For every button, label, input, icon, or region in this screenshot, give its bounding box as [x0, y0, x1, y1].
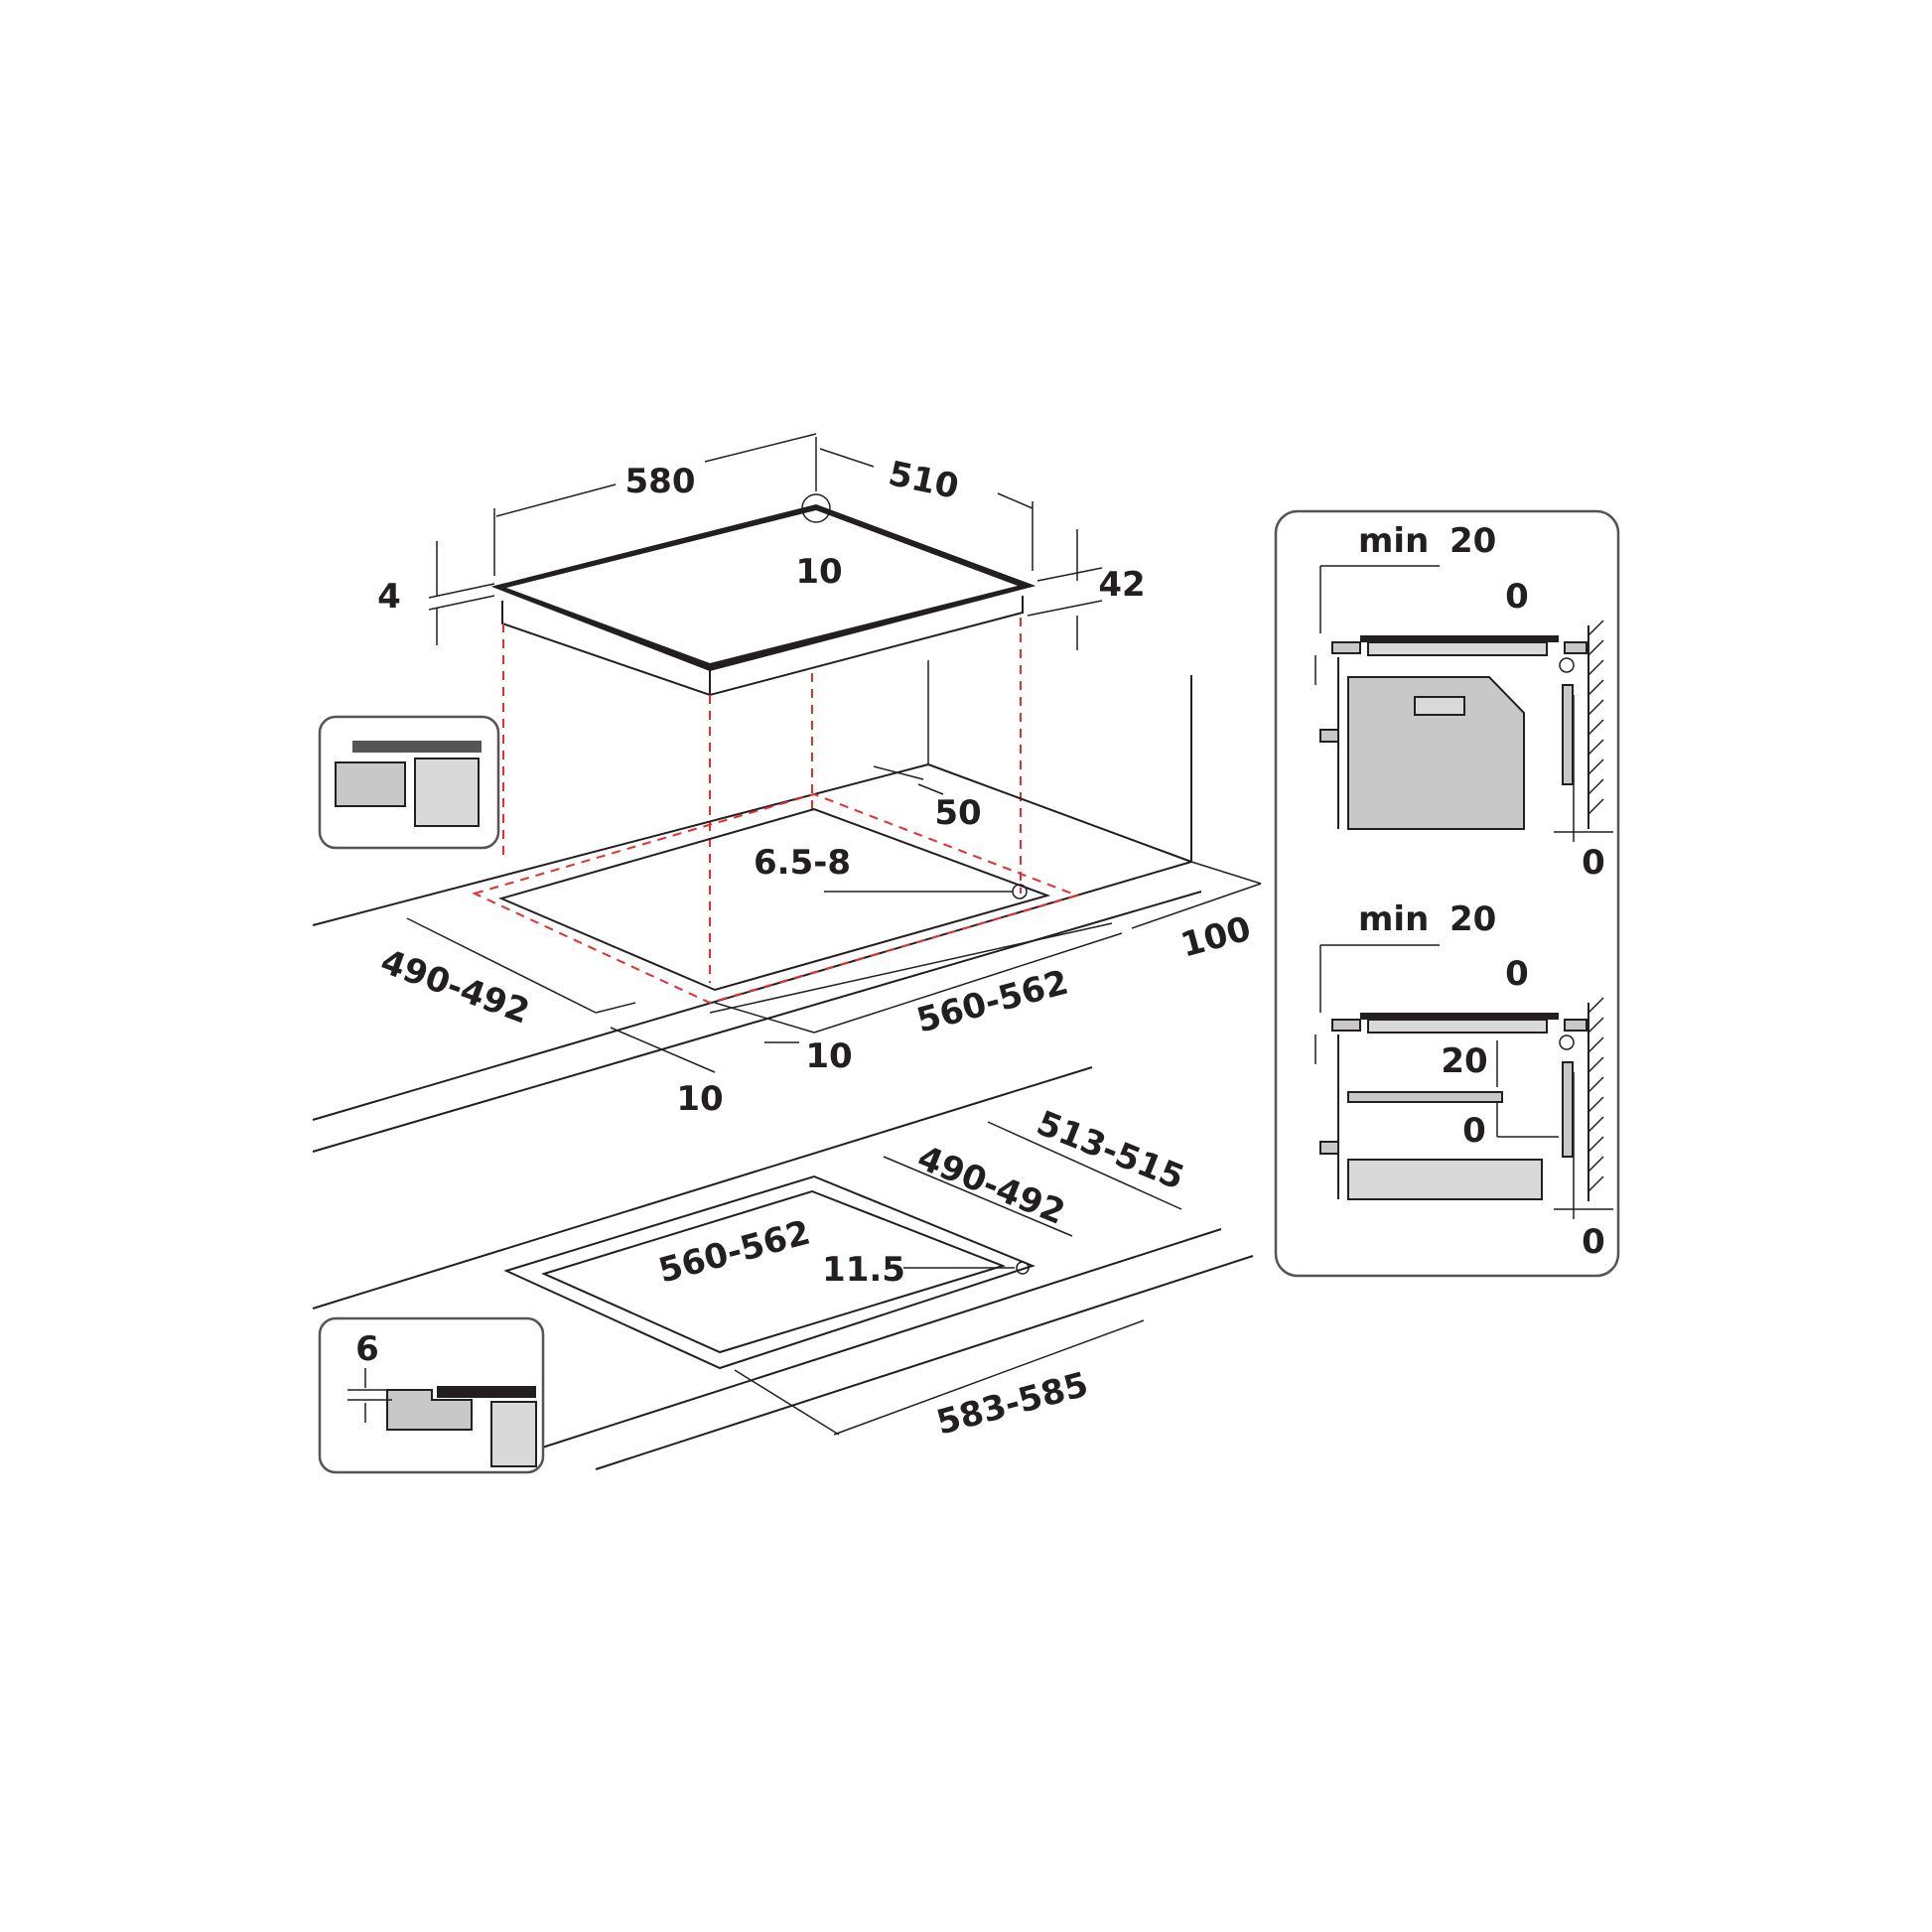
wall-gap-label-2: 0: [1582, 1222, 1605, 1262]
side-gap-label: 0: [1462, 1111, 1486, 1151]
shelf-gap-label: 20: [1441, 1041, 1487, 1081]
hob-drawing: 580 510 10 4 42: [377, 433, 1146, 983]
inner-width-label: 560-562: [654, 1213, 814, 1292]
rebate-depth-label: 6: [355, 1329, 379, 1369]
front-gap-label: 10: [676, 1079, 723, 1119]
corner-radius-marker: [801, 493, 831, 523]
recessed-radius-label: 11.5: [822, 1250, 905, 1290]
wall-hatch-1: [1587, 620, 1604, 815]
edge-gap-label: 50: [934, 793, 981, 833]
fixing-hole-label: 6.5-8: [754, 843, 851, 883]
cutout-recessed-inner: [541, 1189, 1007, 1354]
min-label-1: min: [1358, 521, 1429, 561]
min-value-1: 20: [1449, 521, 1496, 561]
cutout-recessed-outer: [503, 1174, 1035, 1370]
side-gap-right-label: 10: [805, 1036, 852, 1076]
top-gap-label-2: 0: [1505, 954, 1529, 994]
min-label-2: min: [1358, 899, 1429, 939]
cutout-flush-outline: [498, 807, 1051, 992]
cutout-depth-label: 490-492: [375, 942, 534, 1033]
hob-glass-thickness-label: 4: [377, 577, 401, 617]
outer-width-label: 583-585: [932, 1365, 1092, 1444]
install-with-shelf: min 20 0 20 0: [1314, 899, 1613, 1262]
inner-depth-label: 490-492: [912, 1138, 1071, 1233]
recessed-detail-inset: 6: [318, 1316, 545, 1474]
installation-panel: min 20 0: [1274, 509, 1620, 1278]
outer-depth-label: 513-515: [1032, 1103, 1190, 1198]
hob-width-label: 580: [625, 462, 696, 501]
install-above-oven: min 20 0: [1314, 521, 1613, 883]
rebate-corner-marker: [1016, 1261, 1030, 1275]
rear-clearance-label: 100: [1176, 909, 1255, 966]
hob-height-label: 42: [1098, 565, 1145, 605]
hob-corner-radius-label: 10: [795, 552, 842, 592]
min-value-2: 20: [1449, 899, 1496, 939]
flush-detail-inset: [318, 715, 500, 850]
top-gap-label-1: 0: [1505, 577, 1529, 617]
wall-gap-label-1: 0: [1582, 843, 1605, 883]
wall-hatch-2: [1587, 997, 1604, 1192]
hob-depth-label: 510: [885, 454, 962, 507]
